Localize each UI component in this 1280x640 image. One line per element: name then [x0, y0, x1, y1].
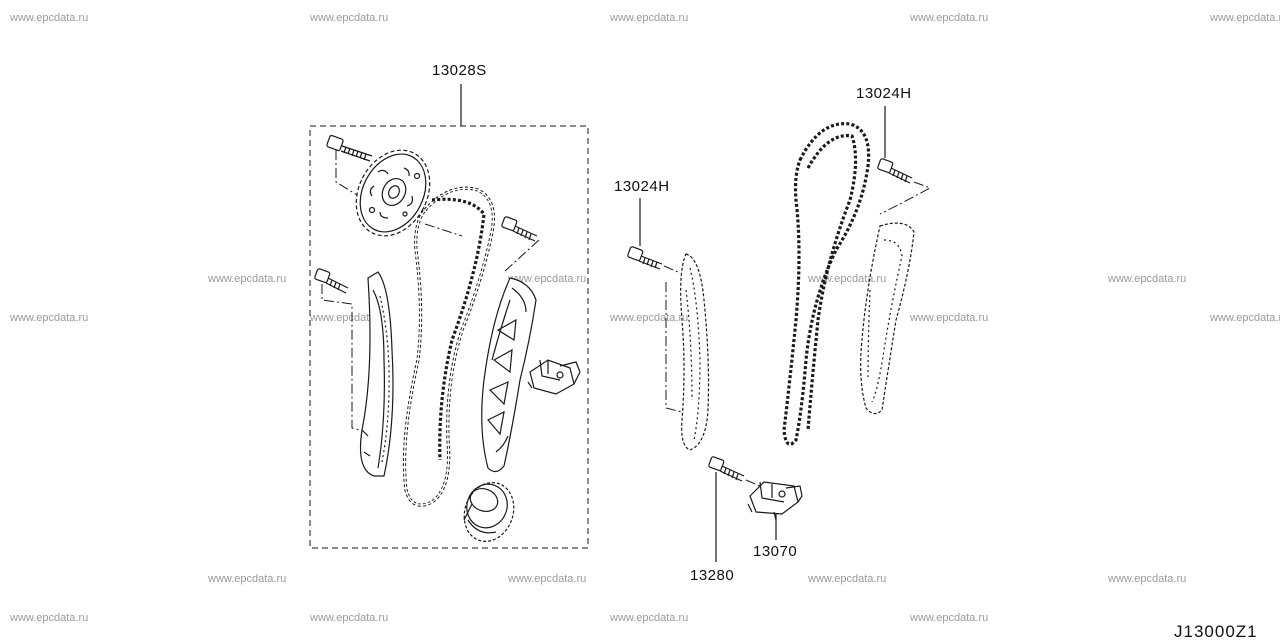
chain-guide-left[interactable] — [359, 271, 394, 477]
watermark: www.epcdata.ru — [807, 573, 886, 585]
part-number-guide-bolt-right[interactable]: 13024H — [856, 85, 912, 102]
watermark: www.epcdata.ru — [9, 12, 88, 24]
watermark: www.epcdata.ru — [207, 273, 286, 285]
part-number-guide-bolt-left[interactable]: 13024H — [614, 178, 670, 195]
watermark: www.epcdata.ru — [309, 312, 388, 324]
crankshaft-sprocket[interactable] — [456, 476, 522, 549]
watermark: www.epcdata.ru — [807, 273, 886, 285]
watermark: www.epcdata.ru — [207, 573, 286, 585]
tensioner-bolt[interactable] — [708, 456, 761, 487]
tensioner-arm[interactable] — [481, 277, 537, 473]
watermark: www.epcdata.ru — [309, 12, 388, 24]
guide-bolt-left[interactable] — [627, 246, 683, 413]
tensioner-arm-outline[interactable] — [860, 222, 915, 415]
timing-chain[interactable] — [402, 186, 495, 507]
chain-tensioner[interactable] — [747, 481, 803, 521]
chain-tensioner-inner[interactable] — [527, 359, 581, 395]
watermark: www.epcdata.ru — [909, 12, 988, 24]
camshaft-sprocket[interactable] — [342, 137, 444, 248]
sprocket-alignment-line — [424, 223, 463, 237]
diagram-code: J13000Z1 — [1174, 622, 1258, 640]
sprocket-bolt[interactable] — [326, 134, 373, 199]
watermark: www.epcdata.ru — [909, 312, 988, 324]
watermark: www.epcdata.ru — [609, 12, 688, 24]
part-number-kit[interactable]: 13028S — [432, 62, 487, 79]
watermark: www.epcdata.ru — [1209, 12, 1280, 24]
watermark: www.epcdata.ru — [1209, 312, 1280, 324]
watermark-layer: www.epcdata.ru www.epcdata.ru www.epcdat… — [9, 12, 1280, 624]
guide-bolt-left-inner[interactable] — [314, 268, 369, 433]
guide-bolt-right[interactable] — [877, 158, 932, 215]
chain-right-group: 13024H — [782, 85, 932, 446]
watermark: www.epcdata.ru — [9, 612, 88, 624]
kit-group: 13028S — [309, 62, 589, 549]
part-number-tensioner[interactable]: 13070 — [753, 543, 797, 560]
watermark: www.epcdata.ru — [507, 273, 586, 285]
part-number-tensioner-bolt[interactable]: 13280 — [690, 567, 734, 584]
watermark: www.epcdata.ru — [309, 612, 388, 624]
watermark: www.epcdata.ru — [9, 312, 88, 324]
guide-left-group: 13024H — [614, 178, 710, 451]
watermark: www.epcdata.ru — [1107, 273, 1186, 285]
watermark: www.epcdata.ru — [909, 612, 988, 624]
tensioner-group: 13280 13070 — [690, 456, 803, 584]
watermark: www.epcdata.ru — [609, 612, 688, 624]
watermark: www.epcdata.ru — [507, 573, 586, 585]
watermark: www.epcdata.ru — [1107, 573, 1186, 585]
timing-chain-outline[interactable] — [782, 122, 871, 446]
guide-bolt-inner[interactable] — [501, 216, 540, 273]
chain-guide-fixed[interactable] — [680, 253, 710, 451]
watermark: www.epcdata.ru — [609, 312, 688, 324]
